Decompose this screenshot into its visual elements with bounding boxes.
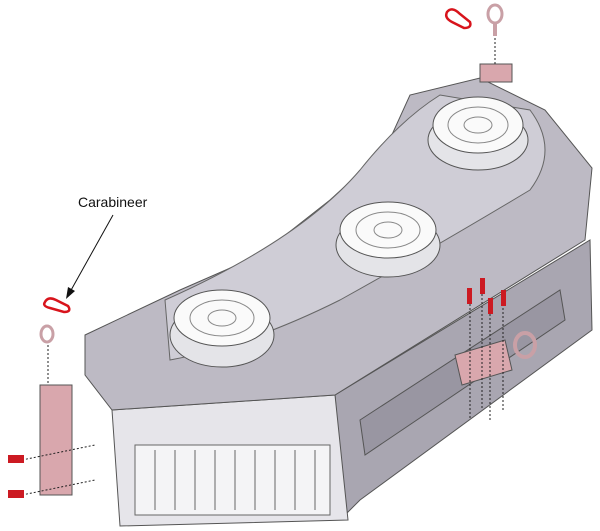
screw-icon [8,490,24,498]
carabiner-top-icon [444,8,472,30]
screw-icon [480,278,485,294]
vent-grille [134,444,331,516]
eyebolt-icon [486,3,504,25]
carabineer-callout-label: Carabineer [78,194,148,210]
left-lifting-bracket [8,324,96,498]
screw-icon [501,290,506,306]
eyebolt-icon [39,324,55,344]
screw-icon [467,288,472,304]
callout-arrow [66,214,114,299]
fan-middle [335,201,441,278]
right-lifting-bracket [454,278,537,420]
screw-icon [488,298,493,314]
eyebolt-icon [513,331,537,359]
screw-icon [8,455,24,463]
fan-bottom [169,289,275,368]
carabiner-left-icon [42,297,71,314]
top-lifting-lug [479,3,513,83]
fan-top [427,96,529,171]
